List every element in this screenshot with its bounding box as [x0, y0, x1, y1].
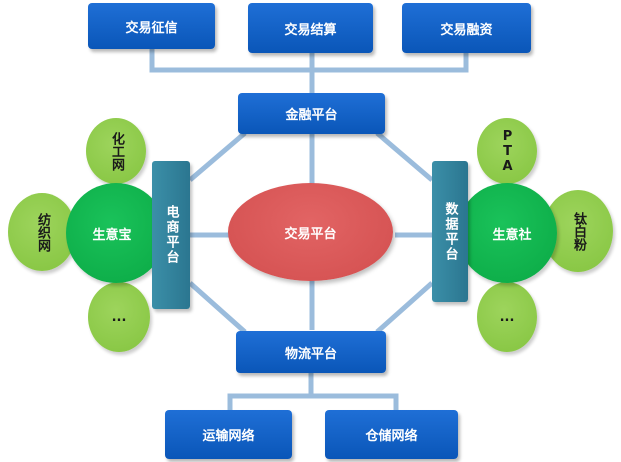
credit-label: 交易征信 — [125, 20, 178, 36]
top-bracket — [149, 49, 469, 93]
finance-platform-box: 金融平台 — [238, 93, 385, 134]
right-leaf-top: PTA — [477, 118, 537, 184]
right-hub-circle: 生意社 — [457, 183, 557, 283]
financing-label: 交易融资 — [440, 22, 493, 38]
left-leaf-left-label: 纺织网 — [35, 212, 50, 252]
settlement-box: 交易结算 — [248, 3, 373, 53]
left-hub-label: 生意宝 — [92, 227, 132, 243]
right-leaf-right: 钛白粉 — [543, 190, 613, 272]
diag-top-right — [375, 131, 434, 182]
data-platform-label: 数据平台 — [442, 201, 458, 262]
bottom-bracket — [227, 371, 399, 410]
diag-top-left — [188, 131, 247, 182]
right-leaf-top-label: PTA — [500, 128, 515, 174]
diag-bottom-right — [375, 281, 434, 334]
data-platform-bar: 数据平台 — [432, 161, 468, 302]
logistics-platform-box: 物流平台 — [236, 331, 386, 373]
left-leaf-bottom-label: ... — [111, 309, 127, 325]
left-leaf-left: 纺织网 — [8, 193, 76, 271]
left-hub-circle: 生意宝 — [66, 183, 166, 283]
left-leaf-bottom: ... — [88, 282, 150, 352]
storage-box: 仓储网络 — [325, 410, 458, 459]
right-leaf-right-label: 钛白粉 — [571, 211, 586, 251]
right-leaf-bottom: ... — [477, 282, 537, 352]
finance-platform-label: 金融平台 — [285, 108, 338, 123]
left-leaf-top-label: 化工网 — [109, 131, 124, 171]
right-hub-label: 生意社 — [492, 227, 532, 243]
financing-box: 交易融资 — [402, 3, 531, 53]
credit-box: 交易征信 — [88, 3, 215, 49]
trading-platform-label: 交易平台 — [284, 226, 337, 242]
storage-label: 仓储网络 — [365, 429, 418, 444]
transport-label: 运输网络 — [202, 429, 255, 444]
logistics-platform-label: 物流平台 — [284, 346, 337, 362]
diag-bottom-left — [188, 281, 247, 334]
right-leaf-bottom-label: ... — [499, 309, 515, 325]
ecommerce-platform-bar: 电商平台 — [152, 161, 190, 309]
left-leaf-top: 化工网 — [86, 118, 146, 184]
settlement-label: 交易结算 — [284, 22, 337, 38]
ecommerce-platform-label: 电商平台 — [163, 205, 179, 265]
trading-platform-ellipse: 交易平台 — [228, 183, 393, 281]
transport-box: 运输网络 — [165, 410, 292, 459]
